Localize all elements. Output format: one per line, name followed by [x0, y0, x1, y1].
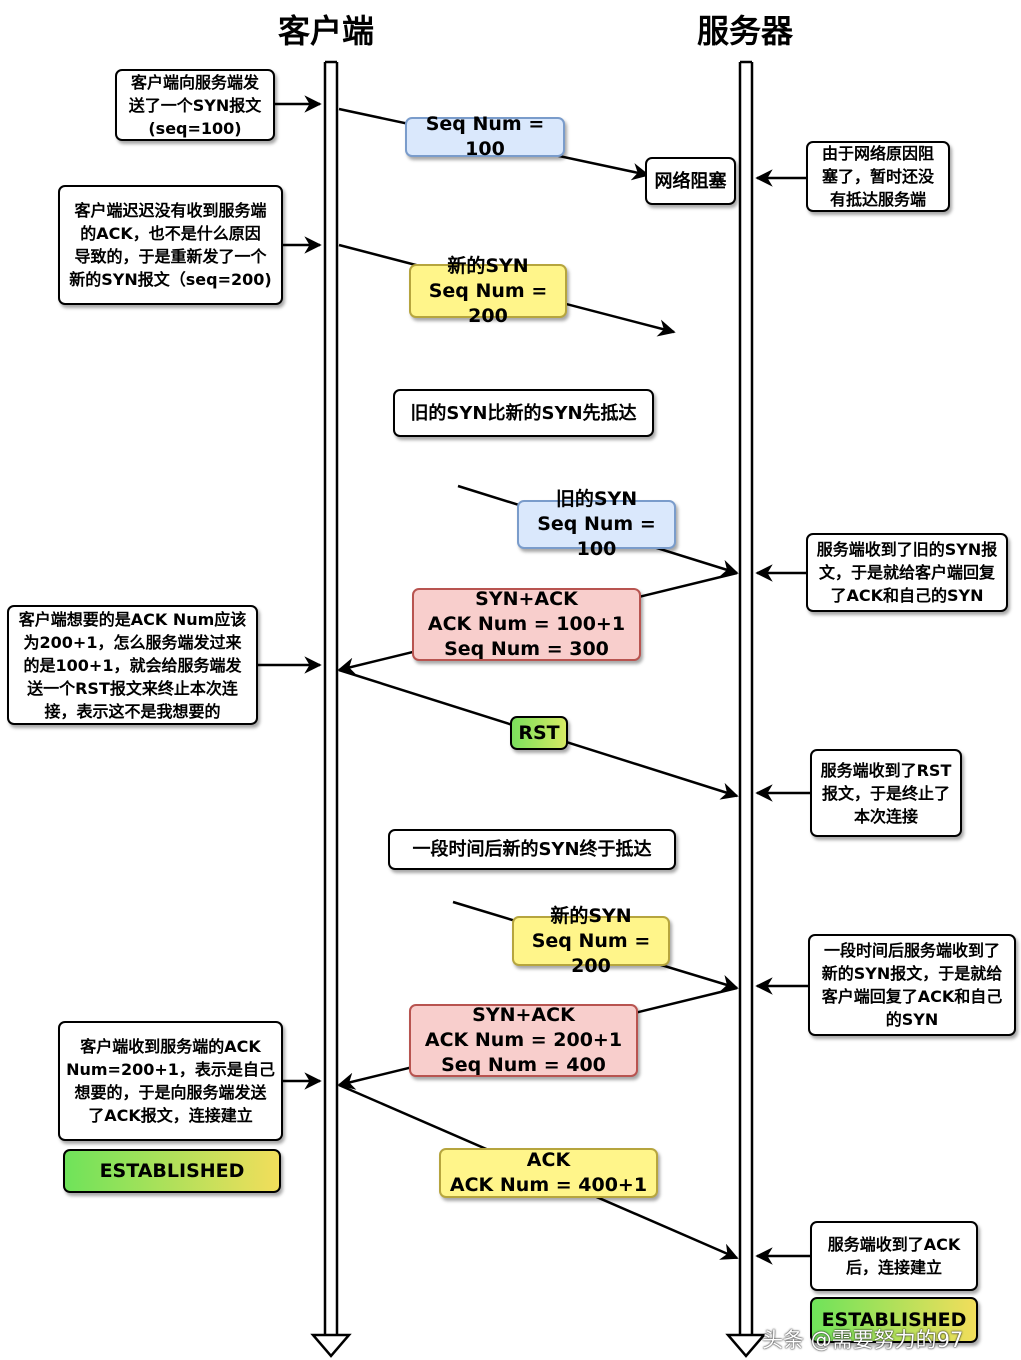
client-established-badge: ESTABLISHED [63, 1149, 281, 1193]
note-server-block-reason: 由于网络原因阻 塞了，暂时还没 有抵达服务端 [806, 141, 950, 212]
server-title: 服务器 [697, 12, 794, 50]
msg-synack-200: SYN+ACK ACK Num = 200+1 Seq Num = 400 [409, 1004, 638, 1077]
watermark: 头条 @需要努力的97 [762, 1328, 964, 1352]
note-client-resend: 客户端迟迟没有收到服务端 的ACK，也不是什么原因 导致的，于是重新发了一个 新… [58, 185, 283, 305]
note-server-recv-new: 一段时间后服务端收到了 新的SYN报文，于是就给 客户端回复了ACK和自己 的S… [808, 934, 1016, 1036]
msg-new-syn-200: 新的SYN Seq Num = 200 [409, 255, 567, 327]
msg-syn-seq-100: Seq Num = 100 [405, 113, 565, 160]
note-client-wants: 客户端想要的是ACK Num应该 为200+1，怎么服务端发过来 的是100+1… [7, 605, 258, 725]
note-client-send-syn: 客户端向服务端发 送了一个SYN报文 (seq=100) [115, 69, 275, 141]
note-server-recv-rst: 服务端收到了RST 报文，于是终止了 本次连接 [810, 749, 962, 837]
msg-new-syn-200-arrive: 新的SYN Seq Num = 200 [512, 905, 670, 977]
note-new-arrives-later: 一段时间后新的SYN终于抵达 [388, 829, 676, 870]
client-title: 客户端 [278, 12, 375, 50]
msg-synack-100: SYN+ACK ACK Num = 100+1 Seq Num = 300 [412, 588, 641, 661]
note-network-block: 网络阻塞 [645, 157, 736, 205]
msg-old-syn-100: 旧的SYN Seq Num = 100 [517, 488, 676, 560]
server-timeline [725, 60, 767, 1358]
msg-rst: RST [510, 716, 568, 750]
msg-ack-400: ACK ACK Num = 400+1 [439, 1148, 658, 1198]
note-client-recv-ack: 客户端收到服务端的ACK Num=200+1，表示是自己 想要的，于是向服务端发… [58, 1021, 283, 1141]
note-old-arrives-first: 旧的SYN比新的SYN先抵达 [393, 389, 654, 437]
client-timeline [310, 60, 352, 1358]
note-server-recv-old: 服务端收到了旧的SYN报 文，于是就给客户端回复 了ACK和自己的SYN [806, 533, 1008, 612]
server-established-badge: ESTABLISHED [810, 1297, 978, 1343]
note-server-recv-ack: 服务端收到了ACK 后，连接建立 [810, 1221, 978, 1291]
